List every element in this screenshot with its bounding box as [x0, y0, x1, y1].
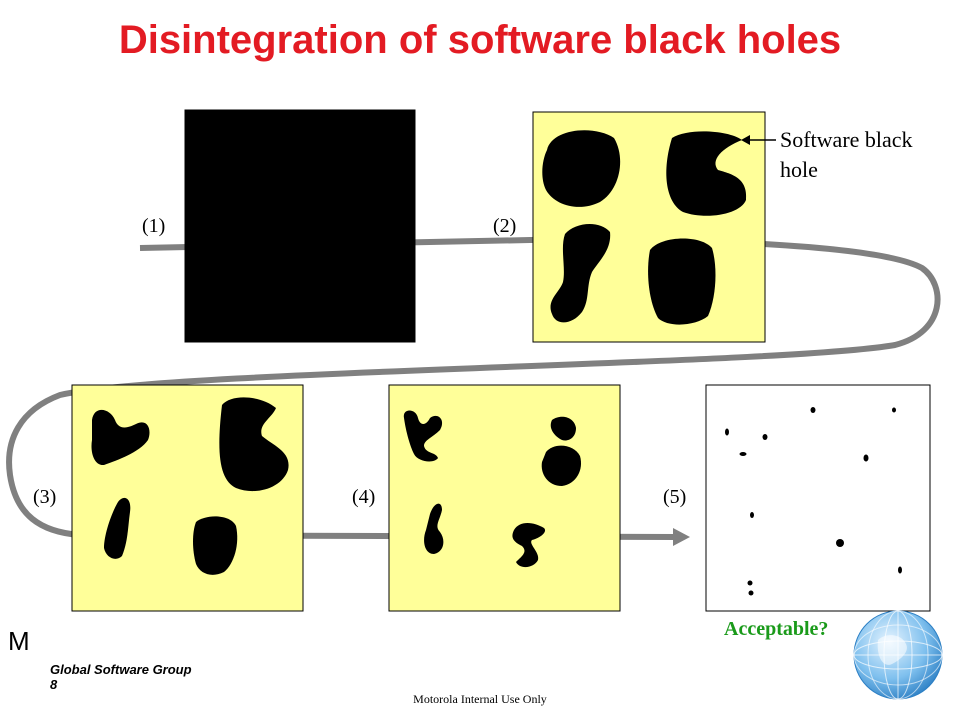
speck	[836, 539, 844, 547]
blob	[542, 130, 621, 207]
callout-line-2: hole	[780, 157, 818, 182]
blob	[219, 397, 289, 492]
globe-icon	[853, 610, 943, 700]
speck	[810, 407, 816, 413]
connector-path	[6, 236, 941, 540]
stage-2-box	[532, 111, 766, 343]
blob	[666, 131, 747, 216]
group-name: Global Software Group	[50, 662, 192, 677]
speck	[898, 566, 902, 574]
blob	[424, 503, 444, 554]
speck	[762, 434, 768, 440]
stage-label-2: (2)	[493, 215, 516, 237]
speck	[739, 452, 747, 456]
speck	[725, 428, 729, 436]
callout-arrow-icon	[741, 135, 750, 145]
blob	[403, 410, 443, 462]
blob	[193, 516, 238, 575]
blob	[541, 445, 582, 486]
group-name-block: Global Software Group 8	[50, 662, 192, 692]
blob	[550, 416, 576, 441]
motorola-logo: M	[8, 626, 30, 656]
blob	[648, 238, 716, 325]
slide-title: Disintegration of software black holes	[118, 18, 842, 62]
blob	[91, 409, 150, 466]
footer-text: Motorola Internal Use Only	[413, 692, 547, 706]
blob	[550, 223, 611, 323]
stage-label-1: (1)	[142, 215, 165, 237]
speck	[863, 454, 869, 462]
stage-label-3: (3)	[33, 486, 56, 508]
speck	[892, 407, 896, 413]
callout-line-1: Software black	[780, 127, 913, 152]
stage-5-box	[705, 384, 931, 612]
speck	[747, 580, 753, 586]
acceptable-label: Acceptable?	[724, 618, 828, 640]
blob	[512, 523, 546, 568]
speck	[750, 512, 754, 518]
stage-label-5: (5)	[663, 486, 686, 508]
stage-3-box	[71, 384, 304, 612]
blob	[104, 497, 131, 559]
speck	[748, 590, 754, 596]
arrow-head-icon	[673, 528, 690, 546]
stage-label-4: (4)	[352, 486, 375, 508]
slide-number: 8	[50, 677, 58, 692]
stage-4-box	[388, 384, 621, 612]
stage-1-box	[184, 109, 416, 343]
